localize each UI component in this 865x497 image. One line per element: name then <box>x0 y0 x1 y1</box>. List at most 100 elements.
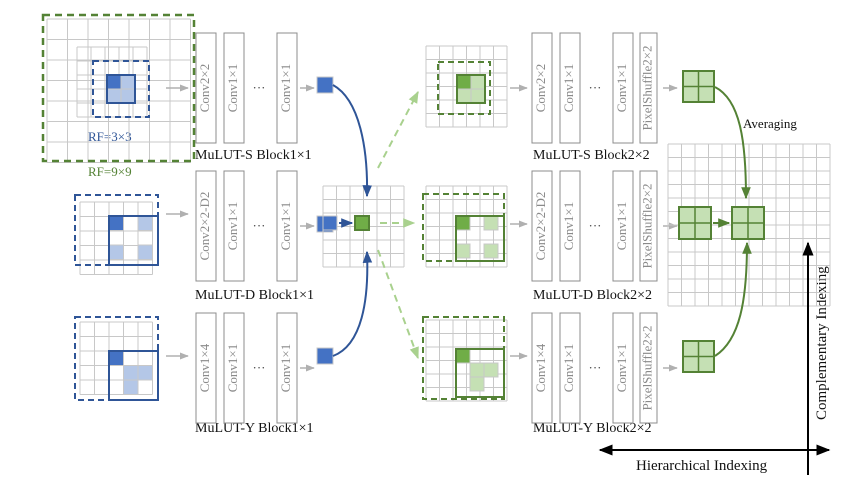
stage2-input-s-b <box>456 88 472 104</box>
stage1-block0-layer1-text: Conv1×1 <box>225 64 240 113</box>
stage1-block0-layer0-box <box>195 32 217 144</box>
curve-avg-s <box>714 86 751 200</box>
stage1-block-d-label: MuLUT-D Block1×1 <box>195 288 314 303</box>
stage2-block2-layer0-box <box>531 312 553 424</box>
dashed-arrow-to-s2 <box>377 90 419 169</box>
stage1-block2-ellipsis: ··· <box>253 360 266 375</box>
stage2-out-d <box>678 206 712 240</box>
stage2-input-s-rf <box>437 61 491 115</box>
stage2-block1-layer3-box <box>639 170 658 282</box>
stage2-input-d-center <box>455 215 471 231</box>
stage2-out-s <box>682 70 715 103</box>
stage2-block0-layer0-box <box>531 32 553 144</box>
stage1-block0-layer1-box <box>223 32 245 144</box>
stage2-input-y-rf <box>422 316 505 400</box>
stage2-block0-ellipsis: ··· <box>589 80 602 95</box>
stage2-block0-layer1-text: Conv1×1 <box>561 64 576 113</box>
stage1-block2-layer0-text: Conv1×4 <box>197 343 212 392</box>
stage1-block-y-label: MuLUT-Y Block1×1 <box>195 421 313 436</box>
stage1-block0-layer2-text: Conv1×1 <box>278 64 293 113</box>
stage2-block2-layer2-box <box>612 312 634 424</box>
input-s-kernel <box>106 74 136 104</box>
stage2-input-y-center <box>455 348 471 364</box>
stage1-block2-layer2-text: Conv1×1 <box>278 344 293 393</box>
stage2-block2-layer0-text: Conv1×4 <box>533 343 548 392</box>
stage2-input-y-b <box>483 362 499 378</box>
stage2-block1-layer2-box <box>612 170 634 282</box>
input-s-pixel-br <box>120 88 136 104</box>
stage2-block2-layer3-box <box>639 312 658 424</box>
stage2-block1-layer0-text: Conv2×2-D2 <box>533 192 548 261</box>
stage2-block1-layer1-box <box>559 170 581 282</box>
stage1-out-s <box>316 76 334 94</box>
stage1-out-y <box>316 347 334 365</box>
stage1-block2-layer1-box <box>223 312 245 424</box>
rf-9x9-box <box>41 13 196 163</box>
intermediate-green-pixel <box>354 215 370 231</box>
stage2-block0-layer3-text: PixelShuffle2×2 <box>639 45 654 130</box>
input-d-pixel-br <box>137 244 153 260</box>
stage2-block1-layer0-box <box>531 170 553 282</box>
final-output <box>731 206 765 240</box>
curve-s-to-merge <box>332 84 373 198</box>
stage2-input-d-rf <box>422 193 505 262</box>
intermediate-green-frame <box>354 215 370 231</box>
stage2-block2-layer1-text: Conv1×1 <box>561 344 576 393</box>
stage1-block0-layer2-box <box>276 32 298 144</box>
input-d-pixel-r <box>137 215 153 231</box>
stage1-block2-layer2-box <box>276 312 298 424</box>
stage2-input-s-r <box>470 74 486 90</box>
input-d-grid <box>79 201 153 275</box>
stage2-block2-layer1-box <box>559 312 581 424</box>
input-y-pixel-b <box>137 365 153 381</box>
stage2-input-d-r <box>483 215 499 231</box>
stage2-block2-ellipsis: ··· <box>589 360 602 375</box>
stage2-block1-layer3-text: PixelShuffle2×2 <box>639 183 654 268</box>
input-s-pixel-b <box>106 88 122 104</box>
stage1-block1-layer2-text: Conv1×1 <box>278 202 293 251</box>
stage1-block1-layer1-text: Conv1×1 <box>225 202 240 251</box>
rf-3x3-box <box>92 60 150 118</box>
intermediate-blue-pixel <box>322 215 338 231</box>
stage1-block-s-label: MuLUT-S Block1×1 <box>195 148 312 163</box>
input-d-center-pixel <box>108 215 124 231</box>
averaging-label: Averaging <box>743 116 797 131</box>
rf-small-label: RF=3×3 <box>88 129 132 144</box>
stage2-out-y <box>682 340 715 373</box>
stage1-block1-layer0-text: Conv2×2-D2 <box>197 192 212 261</box>
stage2-input-s-center <box>456 74 472 90</box>
hierarchical-indexing-label: Hierarchical Indexing <box>636 458 768 474</box>
input-s-center-pixel <box>106 74 122 90</box>
stage2-block0-layer3-box <box>639 32 658 144</box>
stage2-block-d-label: MuLUT-D Block2×2 <box>533 288 652 303</box>
stage1-block1-layer0-box <box>195 170 217 282</box>
input-s-outer-grid <box>46 18 191 163</box>
stage2-block0-layer0-text: Conv2×2 <box>533 64 548 113</box>
rf-large-label: RF=9×9 <box>88 164 132 179</box>
stage1-block1-layer1-box <box>223 170 245 282</box>
stage2-block1-layer2-text: Conv1×1 <box>614 202 629 251</box>
stage2-block0-layer2-box <box>612 32 634 144</box>
stage2-input-y-a <box>469 362 485 378</box>
stage2-block0-layer1-box <box>559 32 581 144</box>
input-y-center-pixel <box>108 350 124 366</box>
curve-avg-y <box>714 241 752 357</box>
stage2-input-s-grid <box>425 45 508 128</box>
input-d-kernel <box>108 215 159 266</box>
stage1-block0-layer0-text: Conv2×2 <box>197 64 212 113</box>
stage2-block2-layer2-text: Conv1×1 <box>614 344 629 393</box>
stage2-input-d-br <box>483 243 499 259</box>
stage2-block1-layer1-text: Conv1×1 <box>561 202 576 251</box>
stage2-input-s-br <box>470 88 486 104</box>
stage1-block2-layer0-box <box>195 312 217 424</box>
curve-y-to-merge <box>332 250 373 357</box>
dashed-arrow-to-y2 <box>377 249 419 360</box>
complementary-indexing-label: Complementary Indexing <box>814 266 830 420</box>
input-d-rf-box <box>74 194 159 266</box>
stage1-block0-ellipsis: ··· <box>253 80 266 95</box>
stage2-input-s-kernel <box>456 74 486 104</box>
stage2-input-y-c <box>469 376 485 392</box>
